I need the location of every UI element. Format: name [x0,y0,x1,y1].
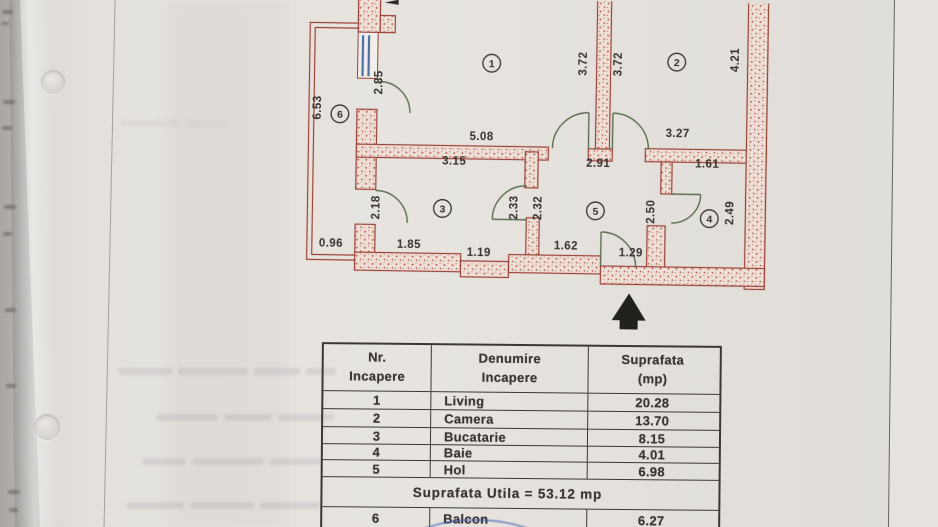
dimension-label: 0.96 [319,238,343,250]
dimension-label: 1.61 [695,158,719,170]
door-arcs [375,80,702,268]
dimension-label: 5.08 [469,131,493,143]
dimension-label: 2.33 [508,196,520,220]
background-page-text-fragment [8,490,20,494]
cell-room-area: 20.28 [635,395,670,411]
cell-room-number: 6 [322,507,431,527]
cell-room-name: Living [431,392,589,411]
cell-room-name: Baie [430,445,588,462]
room-number-label: 5 [592,206,598,218]
background-page-text-fragment [5,308,16,312]
cell-room-area: 8.15 [638,430,666,446]
cell-room-number: 4 [322,444,431,461]
bleed-through-text [118,368,336,375]
dimension-label: 2.49 [724,201,736,225]
cell-room-area: 6.98 [638,463,666,479]
background-page-text-fragment [9,508,18,512]
dimension-label: 3.72 [613,52,625,76]
page-fold-edge [887,0,938,527]
scan-shadow [168,0,286,527]
room-number-label: 6 [337,109,343,121]
room-number-label: 3 [439,203,445,215]
north-arrow-icon [611,293,646,330]
dimension-label: 3.27 [666,128,690,140]
background-page-text-fragment [3,100,15,104]
floor-plan-drawing: 2.85 6.53 3.72 3.72 4.21 2.18 2.33 2.32 2.50 2.49… [305,0,770,330]
background-page-text-fragment [2,126,12,130]
walls [353,0,770,291]
dimension-label: 2.18 [370,195,382,219]
floor-plan: 2.85 6.53 3.72 3.72 4.21 2.18 2.33 2.32 2.50 2.49… [297,0,782,349]
cell-room-area: 4.01 [638,447,666,463]
dimension-label: 2.91 [586,158,610,170]
dimension-label: 2.32 [532,196,544,220]
room-number-circle [699,209,719,229]
cell-room-name: Camera [431,410,589,429]
dimension-label: 1.85 [397,239,421,251]
cell-room-area: 13.70 [635,413,670,429]
dimension-label: 1.62 [554,240,578,252]
dimension-label: 6.53 [312,95,324,119]
background-page-text-fragment [3,232,12,236]
header-nr-incapere: Nr.Incapere [323,344,432,392]
cutoff-mark [384,0,399,5]
room-number-label: 1 [489,58,495,70]
punch-hole [41,70,65,94]
page-crease [103,0,117,527]
cell-room-number: 3 [322,427,432,445]
dimension-label: 1.19 [467,247,491,259]
cell-room-area: 6.27 [637,512,665,527]
background-page-text-fragment [1,22,9,25]
cell-room-number: 1 [323,391,432,410]
window [356,31,379,79]
total-usable-area-row: Suprafata Utila = 53.12 mp [322,477,719,511]
cell-room-name: Bucatarie [430,428,589,446]
room-number-label: 2 [674,57,680,69]
room-number-circle [330,104,350,124]
dimension-label: 3.72 [578,52,590,76]
room-number-circle [482,53,502,73]
cell-room-number: 2 [323,409,432,428]
bleed-through-text [126,502,320,509]
cell-room-name: Hol [430,461,588,479]
header-suprafata: Suprafata(mp) [621,352,685,387]
room-number-circle [432,199,452,218]
room-number-label: 4 [706,213,712,225]
dimension-label: 4.21 [730,48,742,72]
bleed-through-text [156,414,334,421]
dimension-label: 3.15 [442,155,466,167]
background-page-text-fragment [2,10,13,14]
bleed-through-text [142,458,322,465]
dimension-label: 2.85 [373,70,385,94]
room-number-circle [585,201,605,221]
background-page-text-fragment [6,384,16,388]
dimension-label: 2.50 [645,200,657,224]
room-number-circle [667,52,687,72]
dimension-label: 1.29 [619,247,643,259]
punch-hole [34,414,60,440]
cell-room-number: 5 [322,460,431,478]
background-page-text-fragment [4,205,16,209]
bleed-through-text [120,120,230,127]
balcony-outline [305,21,359,261]
